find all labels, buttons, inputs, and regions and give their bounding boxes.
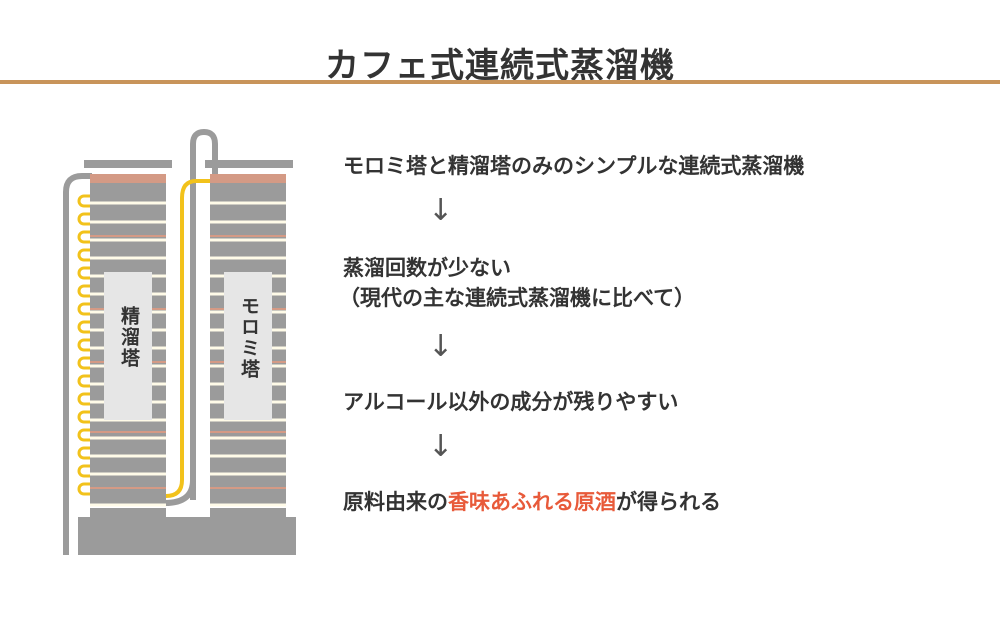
left-column-foot: [90, 508, 166, 520]
left-column-cap: [84, 160, 172, 168]
arrow-down-icon: ↓: [428, 329, 454, 364]
step-2-line-1: 蒸溜回数が少ない: [343, 256, 511, 280]
rectifier-label: 精溜塔: [118, 306, 140, 369]
step-4-highlight: 香味あふれる原酒: [448, 490, 616, 514]
center-u-pipe: [164, 128, 218, 506]
arrow-down-icon: ↓: [428, 429, 454, 464]
arrow-down-icon: ↓: [428, 193, 454, 228]
rectifier-column: [90, 174, 166, 507]
title-divider: [0, 80, 1000, 84]
coffey-still-diagram: [63, 128, 296, 555]
step-4-before: 原料由来の: [343, 490, 448, 514]
analyzer-column: [210, 174, 286, 507]
step-4-after: が得られる: [616, 490, 721, 514]
step-1: モロミ塔と精溜塔のみのシンプルな連続式蒸溜機: [343, 154, 805, 178]
right-column-foot: [210, 508, 286, 520]
left-return-pipe: [63, 173, 92, 555]
page-title: カフェ式連続式蒸溜機: [325, 46, 675, 86]
step-3: アルコール以外の成分が残りやすい: [343, 390, 679, 414]
yellow-feed-pipe: [165, 179, 210, 498]
condenser-coil: [77, 194, 90, 496]
right-column-cap: [205, 160, 293, 168]
analyzer-label: モロミ塔: [238, 296, 260, 380]
step-2-line-2: （現代の主な連続式蒸溜機に比べて）: [339, 286, 696, 310]
still-base: [78, 517, 296, 555]
step-4: 原料由来の香味あふれる原酒が得られる: [343, 488, 721, 516]
